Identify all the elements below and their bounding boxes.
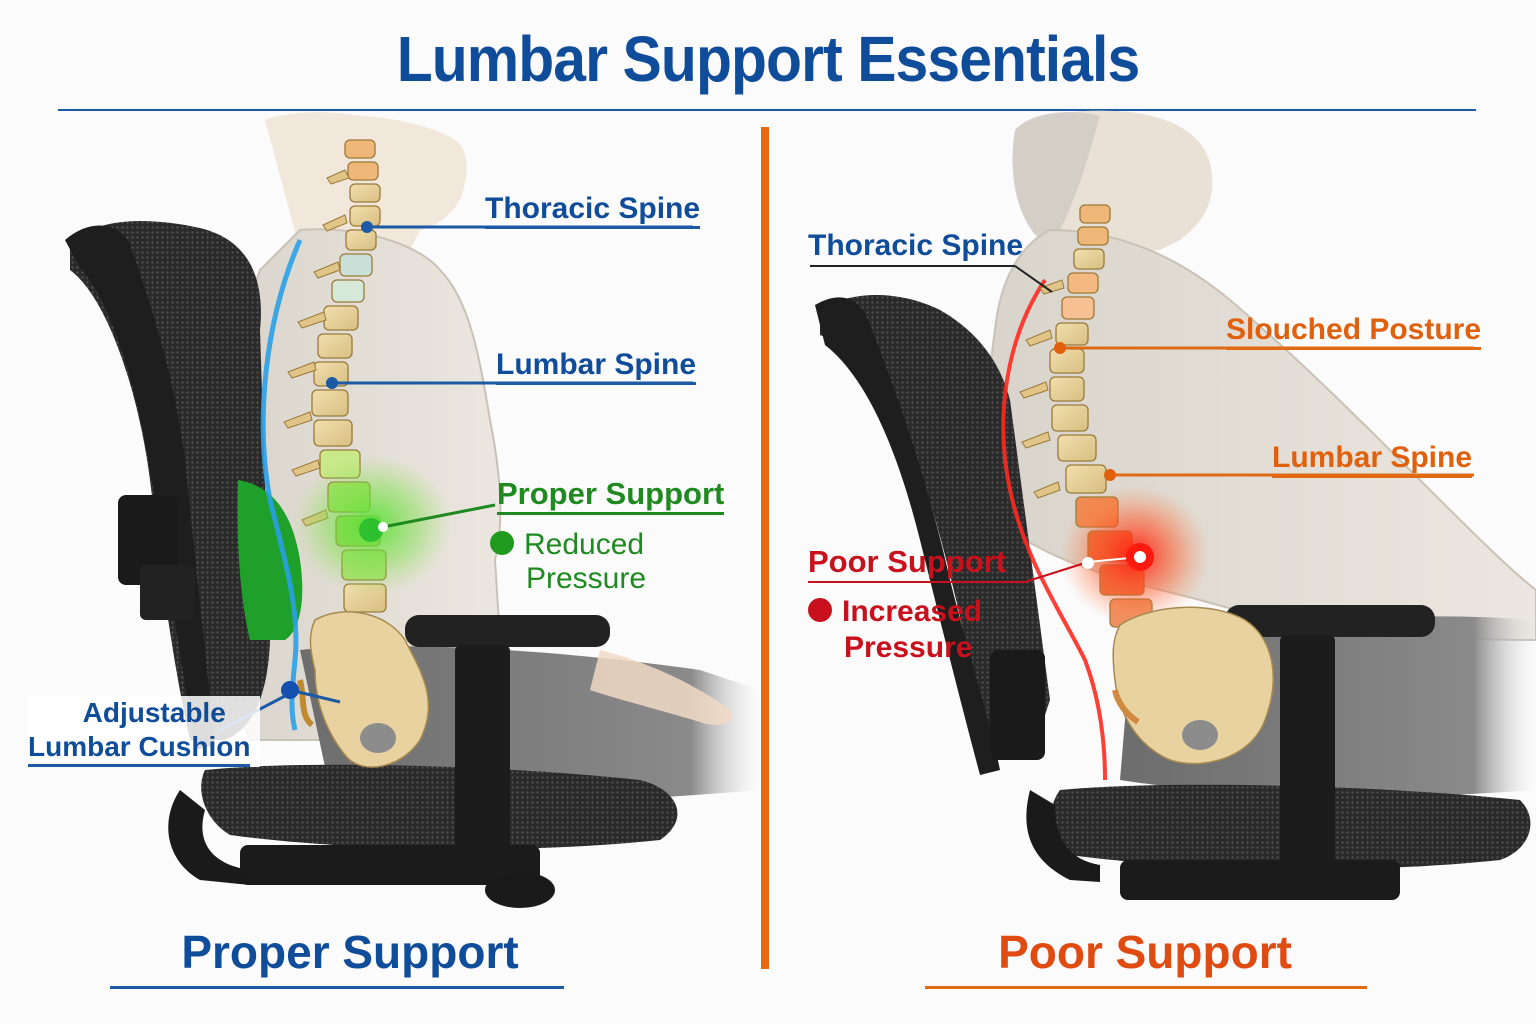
right-lumbar-spine-label: Lumbar Spine bbox=[1272, 441, 1473, 478]
increased-pressure-label: Increased Pressure bbox=[808, 594, 982, 666]
adjustable-lumbar-cushion-label: Adjustable Lumbar Cushion bbox=[28, 696, 261, 767]
increased-pressure-line2: Pressure bbox=[844, 631, 973, 664]
panel-divider bbox=[761, 127, 769, 969]
red-dot-icon bbox=[808, 598, 832, 623]
proper-support-underline bbox=[110, 986, 564, 989]
poor-support-label: Poor Support bbox=[808, 544, 1007, 579]
left-lumbar-spine-label: Lumbar Spine bbox=[496, 348, 697, 385]
left-illustration bbox=[65, 112, 760, 908]
page-title: Lumbar Support Essentials bbox=[396, 23, 1141, 95]
cushion-label-line1: Adjustable bbox=[82, 697, 226, 728]
reduced-pressure-line2: Pressure bbox=[526, 562, 647, 595]
title-underline bbox=[58, 109, 1476, 111]
proper-support-label: Proper Support bbox=[497, 476, 725, 515]
right-thoracic-spine-label: Thoracic Spine bbox=[808, 229, 1024, 262]
left-thoracic-spine-label: Thoracic Spine bbox=[485, 192, 701, 229]
reduced-pressure-line1: Reduced bbox=[524, 528, 645, 561]
increased-pressure-line1: Increased bbox=[842, 595, 983, 628]
reduced-pressure-label: Reduced Pressure bbox=[490, 528, 646, 596]
cushion-label-line2: Lumbar Cushion bbox=[28, 730, 251, 767]
poor-support-heading: Poor Support bbox=[998, 926, 1292, 978]
slouched-posture-label: Slouched Posture bbox=[1226, 313, 1482, 350]
poor-support-underline bbox=[925, 986, 1367, 989]
green-dot-icon bbox=[490, 531, 514, 556]
proper-support-heading: Proper Support bbox=[181, 926, 519, 978]
